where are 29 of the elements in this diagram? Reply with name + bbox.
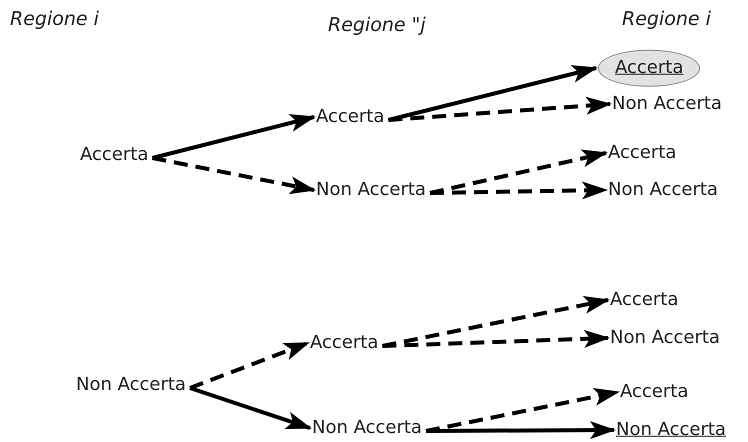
column-heading: Regione i: [622, 8, 711, 32]
outcome-label: Accerta: [608, 142, 676, 164]
outcome-label: Accerta: [610, 288, 678, 312]
arrow: [426, 421, 616, 440]
column-heading: Regione i: [10, 8, 99, 32]
arrow: [430, 150, 608, 195]
outcome-label: Accerta: [80, 144, 148, 166]
outcome-oval: Accerta: [598, 50, 700, 86]
arrow: [426, 388, 620, 433]
arrow: [382, 330, 610, 348]
outcome-label: Non Accerta: [616, 418, 726, 442]
outcome-label: Non Accerta: [608, 178, 718, 202]
outcome-label: Accerta: [316, 106, 384, 128]
arrow: [388, 65, 598, 122]
outcome-label: Non Accerta: [316, 178, 426, 202]
column-heading: Regione "j: [328, 14, 426, 38]
arrow: [382, 296, 610, 348]
arrow: [189, 386, 312, 430]
outcome-label: Non Accerta: [312, 416, 422, 440]
arrow: [152, 156, 316, 194]
outcome-label: Non Accerta: [76, 374, 186, 396]
arrow: [388, 96, 612, 122]
outcome-label: Non Accerta: [610, 326, 720, 350]
outcome-label: Accerta: [620, 380, 688, 404]
arrow: [430, 181, 608, 200]
arrow: [189, 341, 310, 390]
arrow: [152, 114, 316, 160]
outcome-label: Accerta: [310, 332, 378, 354]
outcome-label: Non Accerta: [612, 92, 722, 116]
